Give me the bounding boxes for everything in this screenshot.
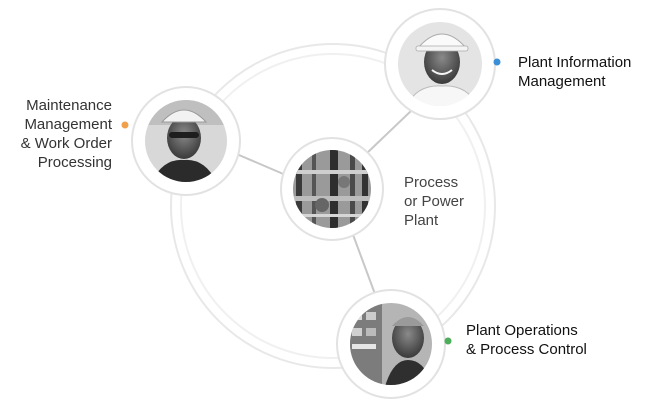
maintenance-label-line: Processing — [37, 154, 112, 171]
maintenance-label: Maintenance Management & Work Order Proc… — [10, 96, 112, 172]
node-process — [280, 137, 384, 241]
process-photo — [293, 150, 371, 228]
node-maintenance — [131, 86, 241, 196]
maintenance-label-line: & Work Order — [20, 135, 112, 152]
node-ops — [336, 289, 446, 399]
info-label-line: Plant Information — [518, 54, 632, 71]
ops-label: Plant Operations & Process Control — [466, 321, 587, 359]
connector-maintenance — [231, 151, 289, 177]
ops-label-line: & Process Control — [466, 341, 587, 358]
maintenance-label-line: Management — [24, 116, 112, 133]
ops-label-line: Plant Operations — [466, 322, 578, 339]
info-dot — [493, 58, 501, 66]
ops-dot — [444, 337, 452, 345]
connector-ops — [351, 231, 376, 295]
process-label: Process or Power Plant — [404, 173, 464, 230]
info-label: Plant Information Management — [518, 53, 631, 91]
info-label-line: Management — [518, 73, 606, 90]
info-photo — [398, 22, 482, 106]
orbit-ring-inner — [180, 53, 486, 359]
process-label-line: Plant — [404, 212, 439, 229]
maintenance-label-line: Maintenance — [26, 97, 112, 114]
orbit-ring-outer — [170, 43, 496, 369]
process-label-line: or Power — [404, 193, 465, 210]
maintenance-dot — [121, 121, 129, 129]
node-info — [384, 8, 496, 120]
process-label-line: Process — [404, 174, 459, 191]
connector-info — [365, 109, 413, 155]
